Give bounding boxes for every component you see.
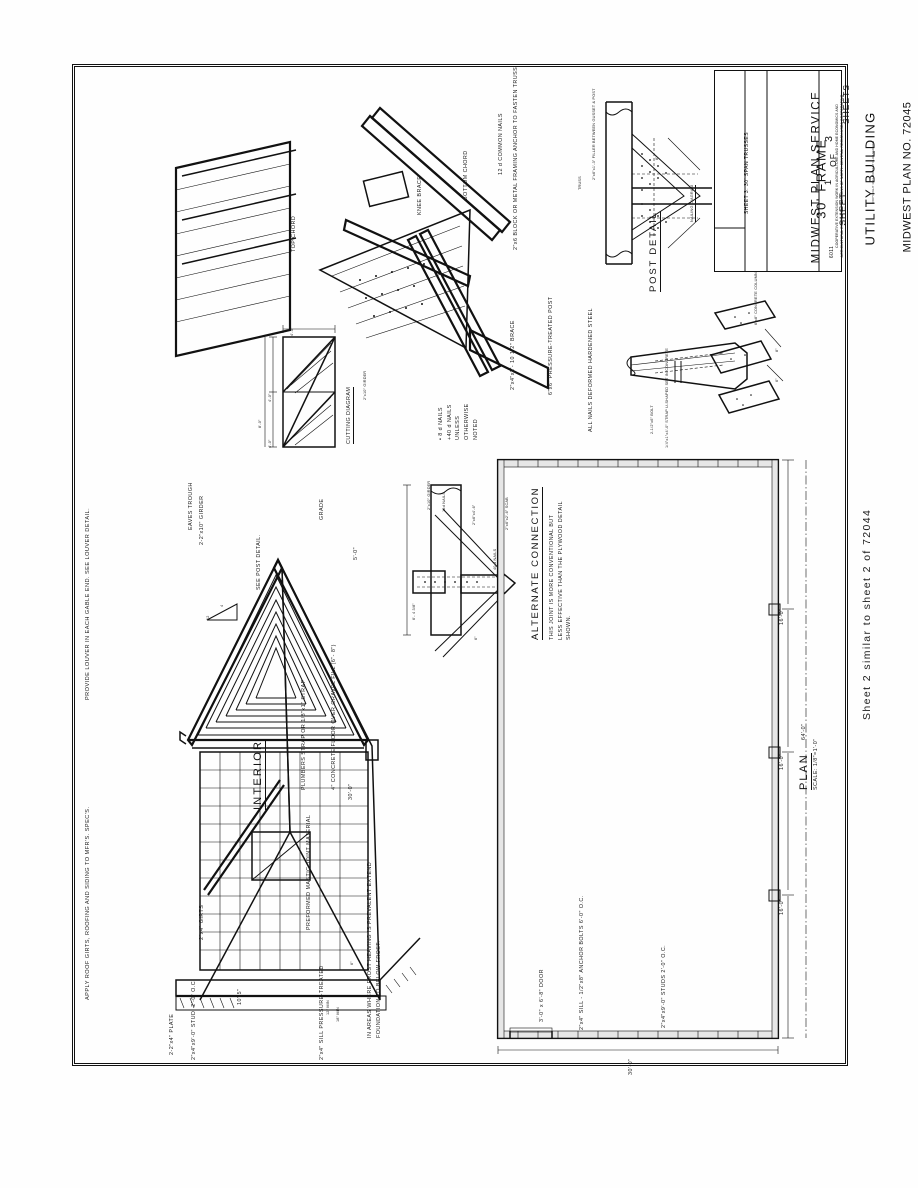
label-mastic: PREFORMED MASTIC JOINT MATERIAL	[306, 814, 312, 930]
label-top-chord: TOP CHORD	[291, 215, 297, 252]
tb-sheets-word: SHEETS	[841, 83, 852, 125]
title-block-rules	[715, 71, 820, 271]
label-concrete-floor: 4" CONCRETE FLOOR OVER GRAVEL FILL (6"- …	[331, 644, 337, 790]
interior-elevation-drawing	[175, 557, 421, 1011]
concrete-column-detail	[626, 300, 784, 414]
label-post: 6"x6" PRESSURE-TREATED POST	[548, 296, 554, 395]
plan-title: PLAN	[798, 753, 812, 790]
post-detail-drawing	[605, 101, 712, 265]
label-girder: 2-2"x10" GIRDER	[199, 495, 205, 545]
margin-cross-reference: Sheet 2 similar to sheet 2 of 72044	[861, 508, 873, 720]
plan-dim-bay-1: 16'-0"	[779, 608, 785, 625]
post-detail-filler: 2"x6"x1'-3" FILLER BETWEEN GUSSET & POST	[592, 88, 596, 180]
plan-dim-length: 64'-0"	[801, 723, 807, 740]
nailing-diagram-label: NAILING DIAGRAM	[690, 185, 696, 222]
label-sill: 2"x4" SILL PRESSURE-TREATED	[319, 965, 325, 1060]
plan-dim-bay-3: 16'-0"	[779, 898, 785, 915]
alt-label-girder: 2"x10" GIRDER	[427, 480, 431, 510]
label-see-post-detail: SEE POST DETAIL.	[256, 534, 262, 590]
title-block: MIDWEST PLAN SERVICE COOPERATIVE EXTENSI…	[714, 70, 913, 272]
cutting-dim-width: 4'-0"	[290, 327, 294, 336]
roof-pitch-rise: 4	[220, 604, 224, 607]
truss-knee-brace-detail	[174, 106, 550, 390]
label-min-18: 18" MIN	[336, 1007, 340, 1022]
roof-pitch-run: 12	[206, 615, 210, 620]
roof-pitch-marker	[206, 603, 238, 621]
note-roofing: APPLY ROOF GIRTS, ROOFING AND SIDING TO …	[85, 806, 91, 1000]
plan-label-door: 3'-0" x 6'-8" DOOR	[539, 969, 545, 1022]
label-common-nails: 12 d COMMON NAILS	[498, 113, 504, 175]
tb-plan-number: MIDWEST PLAN NO. 72045	[901, 101, 914, 253]
plan-label-sill-bolts: 2"x4" SILL - 1/2"x8" ANCHOR BOLTS 6'-0" …	[579, 895, 585, 1030]
label-plumbers-strap: PLUMBERS STRAP OR 1/8"x1" STRAP	[301, 679, 307, 790]
label-block-anchor: 2"x6 BLOCK OR METAL FRAMING ANCHOR TO FA…	[513, 66, 519, 250]
label-column-dim-b: 6"	[775, 378, 779, 382]
label-depth-6: 6"	[350, 961, 354, 965]
label-brace: 2"x4"x2'- 10 1/2" BRACE	[510, 320, 516, 390]
cutting-diagram-drawing	[264, 325, 336, 448]
label-column-strap: 1/4"x1"x4'-0" STRAP U-SHAPED SET IN CONC…	[665, 347, 669, 448]
alt-dim-height: 6'- 4 3/8"	[412, 603, 416, 620]
section-label-interior: INTERIOR	[252, 739, 266, 810]
alt-dim-diag: 6"	[474, 636, 478, 640]
drawing-border-outer	[72, 64, 848, 1066]
note-nails: • 8 d NAILS +40 d NAILS UNLESS OTHERWISE…	[438, 403, 479, 440]
tb-copyright: COPYRIGHT 1961 MIDWEST PLAN SERVICE	[871, 140, 876, 204]
label-eaves-trough: EAVES TROUGH	[188, 482, 194, 530]
plan-drawing	[496, 458, 807, 1054]
cutting-girder-label: 2"x10" GIRDER	[363, 370, 367, 400]
note-louver: PROVIDE LOUVER IN EACH GABLE END. SEE LO…	[85, 507, 91, 700]
tb-of-label: OF	[827, 153, 838, 167]
label-column-bolt: 2-1/2"x6" BOLT	[650, 405, 654, 434]
label-grade-height: 5'-0"	[353, 547, 359, 560]
tb-drawing-code: 6011	[829, 245, 836, 259]
drawing-border-inner	[74, 66, 846, 1064]
label-min-12: 12" MIN	[326, 1000, 330, 1015]
note-frost: IN AREAS WHERE FROST HEAVING IS PREVALEN…	[367, 861, 382, 1038]
post-detail-dim-diag: 8"	[655, 156, 659, 160]
label-grade: GRADE	[319, 498, 325, 520]
tb-cross-reference: SHEET 3: 30' SPAN TRUSSES	[744, 131, 751, 215]
label-wall-height: 10'-5"	[237, 988, 243, 1005]
label-building-width: 30'-0"	[348, 783, 354, 800]
post-detail-title: POST DETAIL	[648, 211, 661, 292]
tb-sheet-label: SHEET	[837, 192, 848, 226]
cutting-dim-total: 8'-0"	[258, 419, 262, 428]
label-girts: 2"x4" GIRTS	[199, 904, 205, 940]
label-bottom-chord: BOTTOM CHORD	[463, 150, 469, 200]
cutting-dim-half-b: 4'-0"	[268, 439, 272, 448]
alt-label-member: 2"x6"x4'-6"	[472, 504, 476, 525]
plan-dim-width: 30'-0"	[628, 1058, 634, 1075]
note-nail-steel: ALL NAILS DEFORMED HARDENED STEEL	[588, 308, 594, 432]
cutting-dim-half-a: 4'-0"	[268, 393, 272, 402]
label-knee-brace: KNEE BRACE	[417, 175, 423, 215]
label-plate: 2-2"x4" PLATE	[169, 1013, 175, 1055]
label-studs: 2"x4"x9'-0" STUD, 2'-0" O.C.	[191, 978, 197, 1060]
label-column-dim-a: 8"	[775, 348, 779, 352]
tb-sheet-total: 3	[822, 136, 835, 142]
plan-label-studs: 2"x4"x9'-0" STUDS 2'-0" O.C.	[661, 944, 667, 1028]
post-detail-truss-label: TRUSS	[578, 176, 582, 190]
plan-dim-bay-2: 16'-0"	[779, 753, 785, 770]
alt-label-nails-12d: 12d NAILS	[442, 491, 446, 512]
alternate-connection-drawing	[403, 484, 517, 658]
label-concrete-column: 6"x8" CONCRETE COLUMN	[754, 272, 758, 325]
cutting-diagram-title: CUTTING DIAGRAM	[346, 386, 354, 444]
